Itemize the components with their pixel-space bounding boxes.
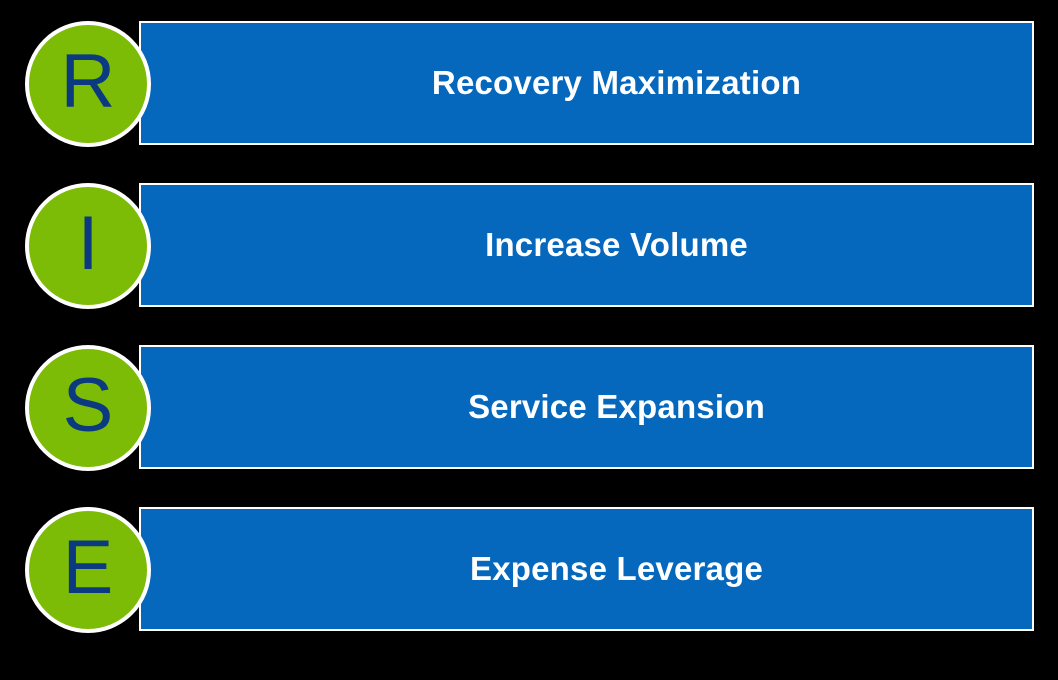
rise-letter-badge-r[interactable]: R bbox=[25, 21, 151, 147]
rise-letter-glyph: E bbox=[62, 525, 114, 610]
rise-row-service-expansion[interactable]: Service Expansion S bbox=[0, 345, 1058, 471]
rise-bar-label: Recovery Maximization bbox=[431, 64, 802, 101]
rise-bar-label: Increase Volume bbox=[485, 226, 748, 263]
rise-letter-badge-s[interactable]: S bbox=[25, 345, 151, 471]
rise-letter-glyph: S bbox=[62, 363, 114, 448]
rise-letter-glyph: I bbox=[77, 201, 99, 286]
rise-letter-glyph: R bbox=[60, 39, 116, 124]
rise-bar-service-expansion[interactable]: Service Expansion bbox=[139, 345, 1034, 469]
rise-bar-expense-leverage[interactable]: Expense Leverage bbox=[139, 507, 1034, 631]
rise-bar-recovery-maximization[interactable]: Recovery Maximization bbox=[139, 21, 1034, 145]
rise-letter-badge-i[interactable]: I bbox=[25, 183, 151, 309]
rise-letter-badge-e[interactable]: E bbox=[25, 507, 151, 633]
rise-row-expense-leverage[interactable]: Expense Leverage E bbox=[0, 507, 1058, 633]
rise-bar-label: Expense Leverage bbox=[469, 550, 764, 587]
rise-row-increase-volume[interactable]: Increase Volume I bbox=[0, 183, 1058, 309]
rise-bar-increase-volume[interactable]: Increase Volume bbox=[139, 183, 1034, 307]
rise-row-recovery-maximization[interactable]: Recovery Maximization R bbox=[0, 21, 1058, 147]
rise-bar-label: Service Expansion bbox=[468, 388, 765, 425]
